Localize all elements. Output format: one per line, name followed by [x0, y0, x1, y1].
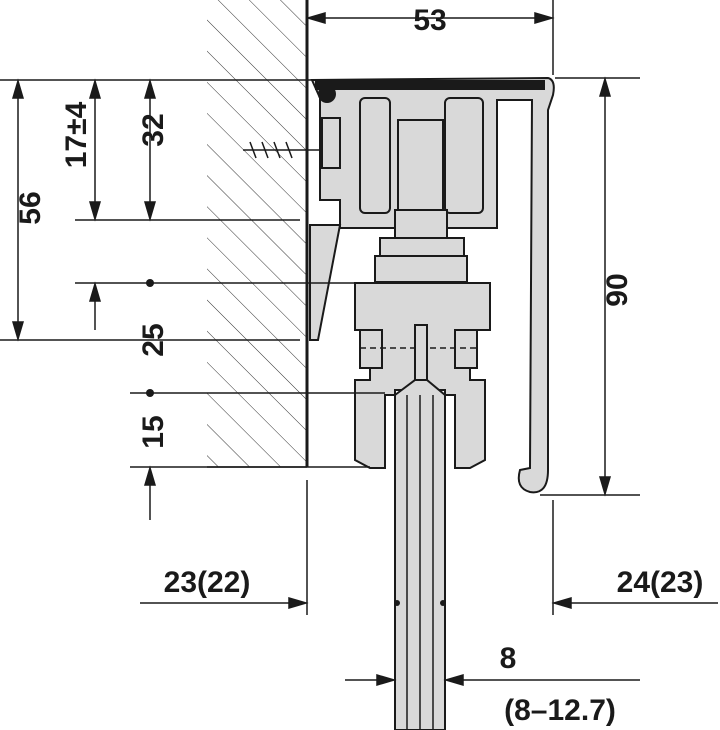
dim-glass-range: (8–12.7)	[504, 694, 616, 727]
dim-left-offset: 23(22)	[164, 566, 251, 599]
dim-track-height: 32	[137, 113, 170, 146]
dim-height-adjust: 17±4	[60, 101, 93, 168]
dim-gap-15: 15	[137, 415, 170, 448]
roller-carriage	[354, 209, 491, 469]
extension-lines	[0, 0, 640, 615]
glass-panel	[394, 379, 446, 730]
dim-profile-height: 90	[601, 273, 634, 306]
dimension-lines	[11, 11, 718, 687]
dim-top-width: 53	[413, 4, 446, 37]
dim-right-offset: 24(23)	[617, 566, 704, 599]
wall-section	[207, 0, 307, 467]
track-profile	[243, 76, 555, 494]
dim-gap-25: 25	[137, 323, 170, 356]
dim-glass-thickness: 8	[500, 642, 517, 675]
dim-overall-height: 56	[14, 191, 47, 224]
